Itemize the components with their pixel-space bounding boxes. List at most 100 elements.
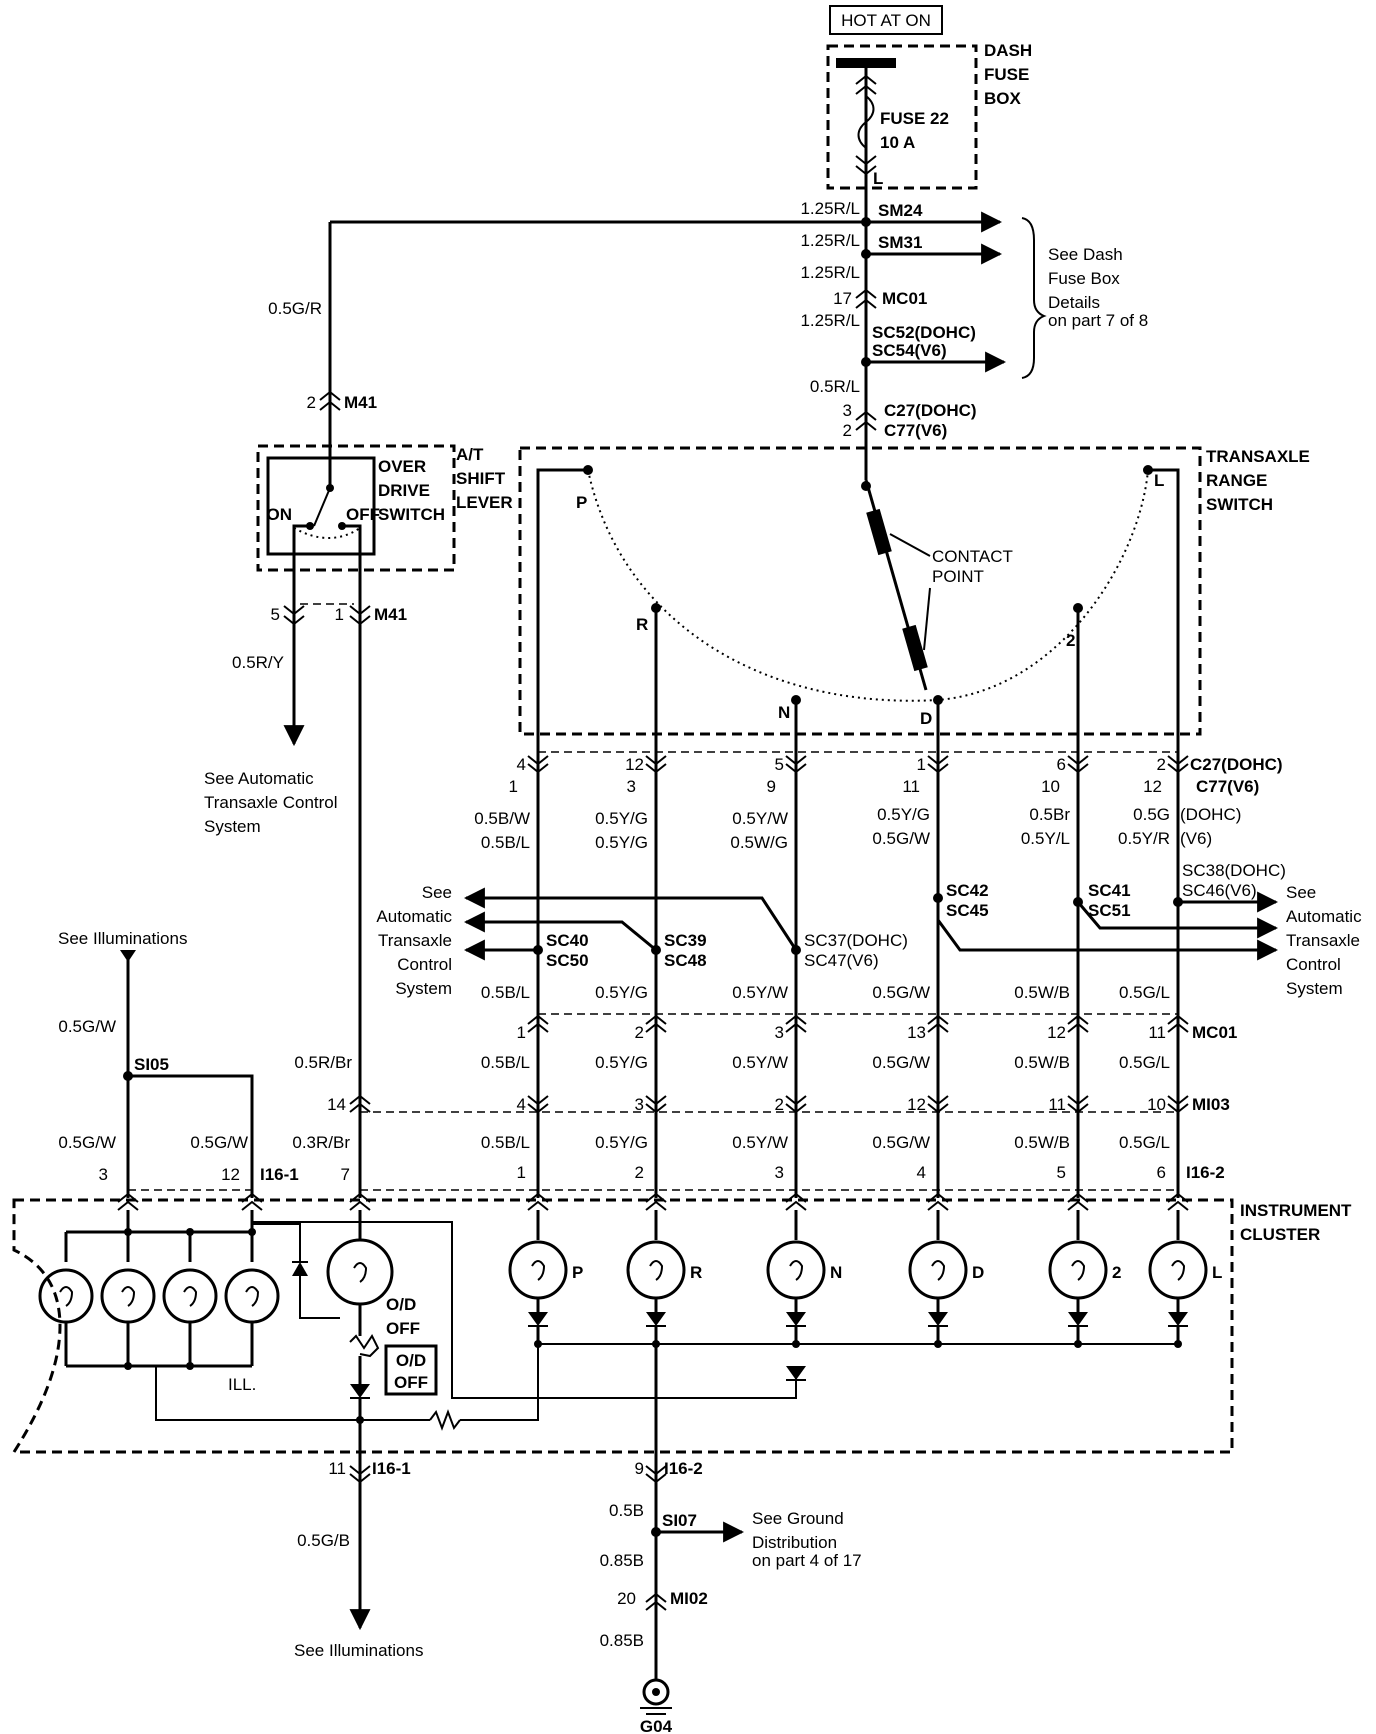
mc01-pin: 17 <box>833 289 852 308</box>
contact-point-label-1: CONTACT <box>932 547 1013 566</box>
wire-b-d: 0.5G/W <box>872 1053 930 1072</box>
bulb-filament <box>245 1286 260 1307</box>
lower-splices: See Automatic Transaxle Control System S… <box>327 861 1362 1191</box>
diode-icon <box>786 1312 806 1326</box>
od-switch-label-1: OVER <box>378 457 426 476</box>
od-off-box-label-2: OFF <box>394 1373 428 1392</box>
cluster-label-2: CLUSTER <box>1240 1225 1320 1244</box>
mc01-pin-2: 12 <box>1047 1023 1066 1042</box>
connector-c77-top: C77(V6) <box>884 421 947 440</box>
connector-chevron <box>645 1095 667 1114</box>
od-resistor <box>349 1334 380 1358</box>
illumination-bulb-icon <box>224 1268 280 1324</box>
od-off-lamp-label-2: OFF <box>386 1319 420 1338</box>
v6-suffix: (V6) <box>1180 829 1212 848</box>
junction-dot <box>1074 1340 1082 1348</box>
ground-point-icon <box>642 1678 670 1706</box>
mi03-pin-l: 10 <box>1147 1095 1166 1114</box>
dohc-wire-n: 0.5Y/W <box>732 809 788 828</box>
bulb-filament <box>531 1260 546 1281</box>
wire-b-l: 0.5G/L <box>1119 1053 1170 1072</box>
right-ref-2: Automatic <box>1286 907 1362 926</box>
connector-mi03: MI03 <box>1192 1095 1230 1114</box>
right-ref-3: Transaxle <box>1286 931 1360 950</box>
pos-label-d: D <box>920 709 932 728</box>
connector-mc01-bottom: MC01 <box>1192 1023 1237 1042</box>
splice-sc42: SC42 <box>946 881 989 900</box>
range-switch-label-2: RANGE <box>1206 471 1267 490</box>
junction-dot <box>534 1340 542 1348</box>
i16-2-pin-r: 2 <box>635 1163 644 1182</box>
i16-2-pin-2: 5 <box>1057 1163 1066 1182</box>
diode-icon <box>928 1312 948 1326</box>
connector-mi02: MI02 <box>670 1589 708 1608</box>
indicator-lamp-label: N <box>830 1263 842 1282</box>
transaxle-range-switch: TRANSAXLE RANGE SWITCH CONTACT POINT P R… <box>518 446 1310 1198</box>
connector-chevron <box>785 1014 807 1033</box>
od-off-box-label-1: O/D <box>396 1351 426 1370</box>
v6-wire-r: 0.5Y/G <box>595 833 648 852</box>
right-ref-1: See <box>1286 883 1316 902</box>
c77-pin-r: 3 <box>627 777 636 796</box>
wire-085b-2: 0.85B <box>600 1631 644 1650</box>
bulb-filament <box>789 1260 804 1281</box>
illumination-feed: See Illuminations 0.5G/W SI05 0.5G/W 0.5… <box>58 929 350 1198</box>
ground-ref-3: on part 4 of 17 <box>752 1551 862 1570</box>
dash-fuse-box: FUSE 22 10 A L DASH FUSE BOX <box>826 41 1032 210</box>
bulb-filament <box>121 1286 136 1307</box>
instrument-cluster: INSTRUMENT CLUSTER ILL. O/D OFF O/D OFF <box>11 1198 1352 1478</box>
diode-icon <box>1168 1312 1188 1326</box>
splice-sm31: SM31 <box>878 233 922 252</box>
wire-a-2: 0.5W/B <box>1014 983 1070 1002</box>
c77-pin-d: 11 <box>902 777 920 796</box>
mc01-pin-p: 1 <box>517 1023 526 1042</box>
wire-03rbr: 0.3R/Br <box>292 1133 350 1152</box>
mi03-pin-p: 4 <box>517 1095 526 1114</box>
dohc-wire-2: 0.5Br <box>1029 805 1070 824</box>
illum-wire-top: 0.5G/W <box>58 1017 116 1036</box>
dohc-wire-r: 0.5Y/G <box>595 809 648 828</box>
junction-dot <box>792 1340 800 1348</box>
connector-i16-2: I16-2 <box>1186 1163 1225 1182</box>
wire-sm24: 1.25R/L <box>800 199 860 218</box>
wire-p <box>536 468 588 1198</box>
connector-m41-bottom: M41 <box>374 605 407 624</box>
ground-ref-1: See Ground <box>752 1509 844 1528</box>
mi03-pin-d: 12 <box>907 1095 926 1114</box>
wire-b-n: 0.5Y/W <box>732 1053 788 1072</box>
i16-1-pin-11: 11 <box>328 1459 346 1478</box>
mc01-pin-n: 3 <box>775 1023 784 1042</box>
fuse-name: FUSE 22 <box>880 109 949 128</box>
switch-blade <box>313 487 331 527</box>
connector-chevron <box>349 1094 371 1113</box>
dash-fuse-label-3: BOX <box>984 89 1022 108</box>
m41-top-pin: 2 <box>307 393 316 412</box>
overdrive-switch <box>266 456 376 556</box>
at-shift-lever-box <box>256 444 456 572</box>
indicator-bulb-icon <box>508 1240 568 1300</box>
pos-label-r: R <box>636 615 648 634</box>
mi03-pin-od: 14 <box>327 1095 346 1114</box>
c77-pin-n: 9 <box>767 777 776 796</box>
c27-pin: 3 <box>843 401 852 420</box>
range-switch-label-1: TRANSAXLE <box>1206 447 1310 466</box>
illum-wire-right: 0.5G/W <box>190 1133 248 1152</box>
v6-wire-d: 0.5G/W <box>872 829 930 848</box>
i16-2-pin-n: 3 <box>775 1163 784 1182</box>
m41-pin-5: 5 <box>271 605 280 624</box>
lever-label-2: SHIFT <box>456 469 506 488</box>
connector-chevron <box>527 755 549 774</box>
wire-l <box>1148 468 1180 1198</box>
wire-a-n: 0.5Y/W <box>732 983 788 1002</box>
i16-2-pin-p: 1 <box>517 1163 526 1182</box>
bulb-filament <box>1171 1260 1186 1281</box>
c27-pin-n: 5 <box>775 755 784 774</box>
right-ref-4: Control <box>1286 955 1341 974</box>
connector-chevron <box>645 1014 667 1033</box>
c27-pin-p: 4 <box>517 755 526 774</box>
connector-chevron <box>527 1014 549 1033</box>
v6-wire-p: 0.5B/L <box>481 833 530 852</box>
wire-mc01-out: 1.25R/L <box>800 311 860 330</box>
dohc-wire-d: 0.5Y/G <box>877 805 930 824</box>
